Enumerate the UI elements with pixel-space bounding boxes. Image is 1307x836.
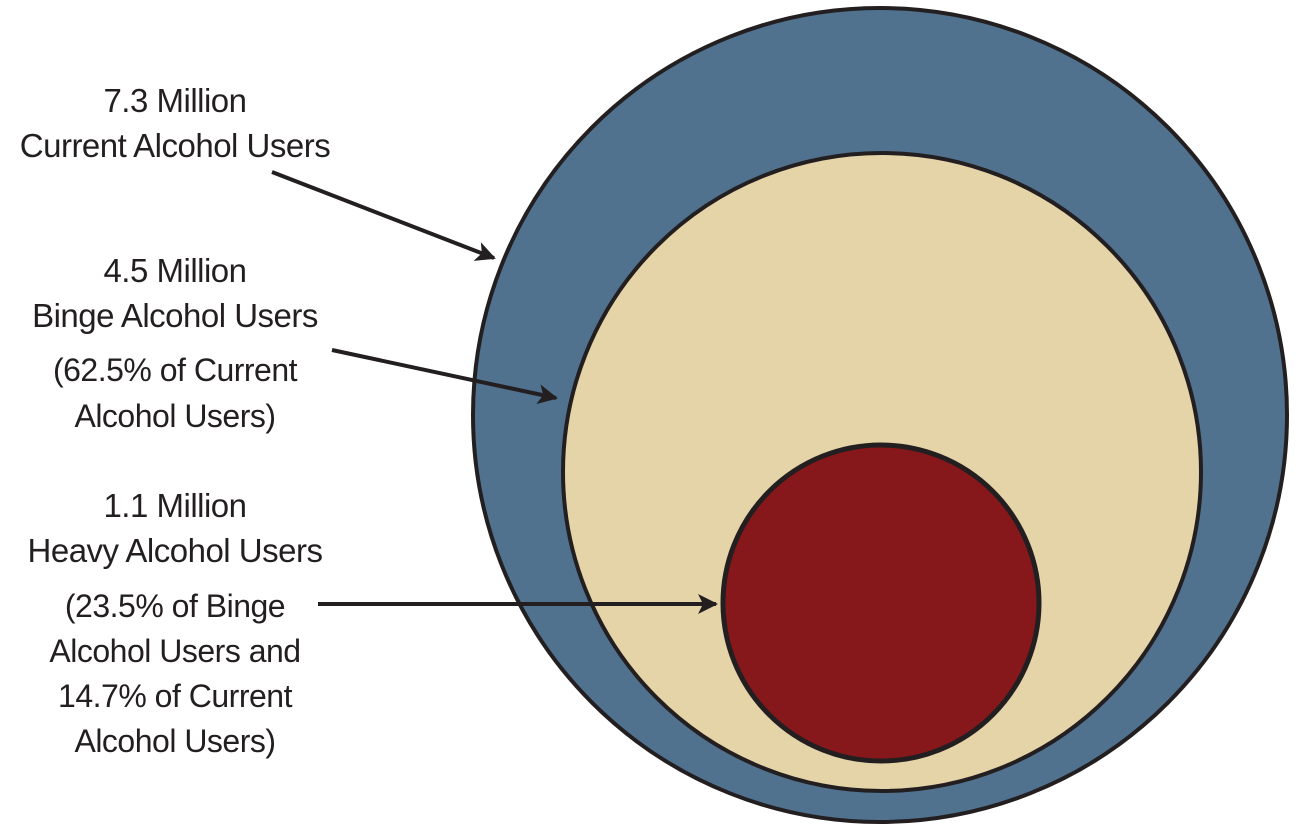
heavy-count: 1.1 Million <box>103 487 246 524</box>
heavy-note-line: Alcohol Users) <box>74 723 275 759</box>
binge-users-arrow <box>331 348 558 405</box>
heavy-note-line: 14.7% of Current <box>58 678 293 714</box>
binge-note-line: (62.5% of Current <box>53 352 298 388</box>
heavy-users-circle <box>720 442 1042 764</box>
current-count: 7.3 Million <box>103 82 246 119</box>
heavy-note-line: (23.5% of Binge <box>65 588 285 624</box>
current-users-arrow <box>271 170 496 261</box>
heavy-name: Heavy Alcohol Users <box>28 532 323 569</box>
heavy-note-line: Alcohol Users and <box>49 633 300 669</box>
binge-count: 4.5 Million <box>103 252 246 289</box>
current-name: Current Alcohol Users <box>20 127 330 164</box>
binge-note-line: Alcohol Users) <box>74 398 275 434</box>
binge-name: Binge Alcohol Users <box>32 297 318 334</box>
